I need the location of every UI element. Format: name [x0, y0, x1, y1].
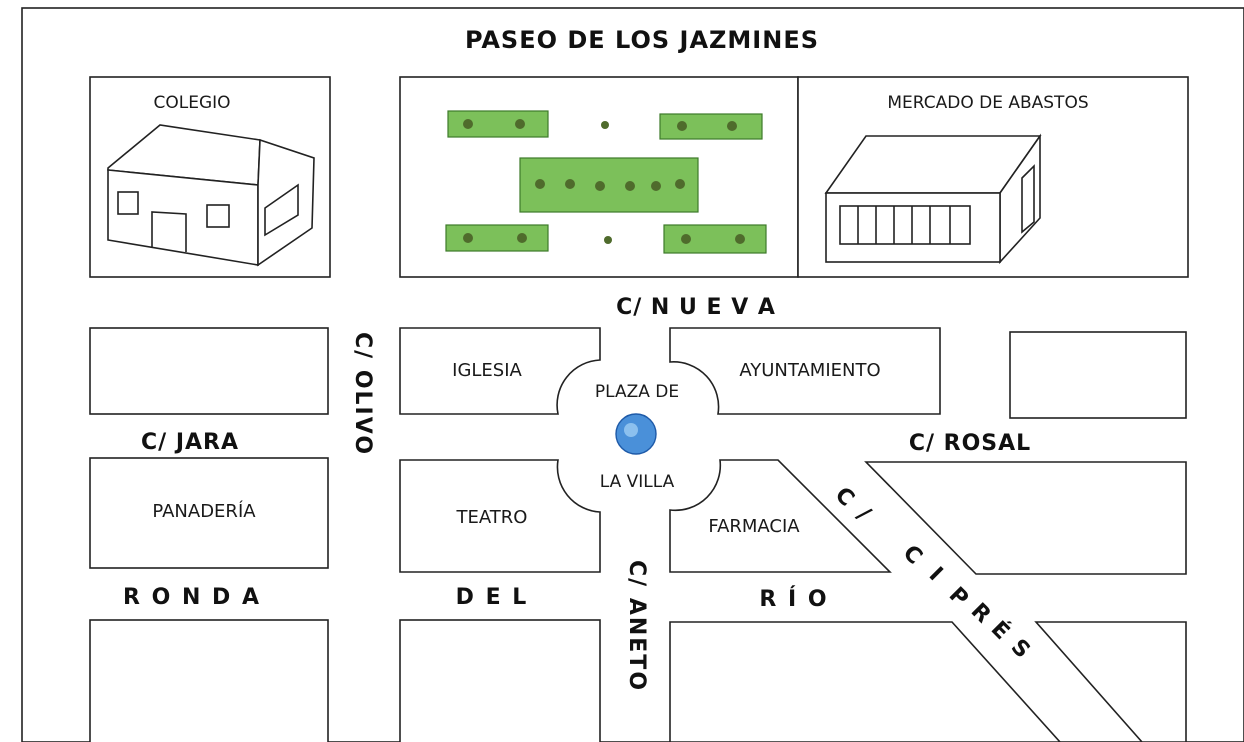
street-olivo-label: C/ OLIVO [350, 332, 375, 456]
teatro-label: TEATRO [456, 507, 528, 528]
market-building-icon [824, 133, 1042, 265]
park-greenery-icon [445, 110, 767, 254]
svg-text:P: P [944, 583, 973, 612]
map-frame [21, 7, 1244, 742]
block-bottom-4[interactable] [1034, 621, 1187, 742]
school-building-icon [107, 124, 315, 267]
teatro-block[interactable]: TEATRO [399, 459, 601, 573]
colegio-block[interactable]: COLEGIO [89, 76, 331, 278]
panaderia-label: PANADERÍA [152, 500, 256, 522]
ayuntamiento-block[interactable]: AYUNTAMIENTO [669, 327, 941, 415]
plaza-label-line1: PLAZA DE [595, 382, 679, 402]
plaza-de-la-villa[interactable]: PLAZA DE LA VILLA [595, 382, 679, 492]
street-del-label: D E L [456, 585, 529, 610]
colegio-label: COLEGIO [153, 93, 230, 113]
panaderia-block[interactable]: PANADERÍA [89, 457, 329, 569]
street-rosal-label: C/ ROSAL [909, 431, 1031, 456]
block-bottom-3[interactable] [669, 621, 1062, 742]
iglesia-block[interactable]: IGLESIA [399, 327, 601, 415]
svg-text:C: C [898, 541, 927, 570]
park-block[interactable] [399, 76, 799, 278]
block-bottom-2[interactable] [399, 619, 601, 742]
svg-text:C: C [830, 483, 859, 512]
street-aneto-label: C/ ANETO [624, 560, 649, 692]
svg-text:I: I [924, 563, 947, 586]
ayuntamiento-label: AYUNTAMIENTO [739, 360, 880, 381]
street-rio-label: R Í O [759, 586, 828, 612]
street-jara-label: C/ JARA [141, 430, 239, 455]
svg-text:É: É [986, 616, 1015, 645]
iglesia-label: IGLESIA [452, 360, 522, 381]
block-diagonal-right-1[interactable] [864, 461, 1187, 575]
svg-text:S: S [1006, 635, 1035, 664]
mercado-block[interactable]: MERCADO DE ABASTOS [797, 76, 1189, 278]
street-ronda-label: R O N D A [123, 585, 261, 610]
map-title: PASEO DE LOS JAZMINES [465, 26, 819, 54]
svg-text:R: R [966, 599, 996, 629]
svg-text:/: / [852, 503, 876, 527]
block-empty-right-1[interactable] [1009, 331, 1187, 419]
mercado-label: MERCADO DE ABASTOS [887, 93, 1088, 113]
street-nueva-label: C/ N U E V A [616, 295, 776, 320]
farmacia-label: FARMACIA [708, 516, 800, 537]
block-bottom-1[interactable] [89, 619, 329, 742]
block-empty-left-1[interactable] [89, 327, 329, 415]
plaza-label-line2: LA VILLA [600, 472, 675, 492]
farmacia-block[interactable]: FARMACIA [669, 459, 892, 573]
